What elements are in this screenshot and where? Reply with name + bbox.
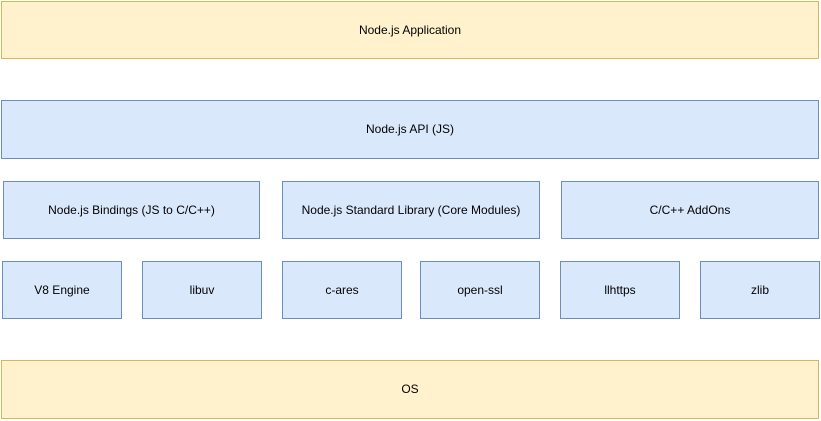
component-box-c-ares: c-ares (282, 261, 402, 319)
layer-box-cpp-addons: C/C++ AddOns (561, 181, 819, 239)
component-box-zlib: zlib (700, 261, 820, 319)
component-label-zlib: zlib (750, 282, 769, 297)
layer-box-nodejs-application: Node.js Application (1, 1, 819, 59)
component-label-llhttps: llhttps (604, 282, 636, 297)
layer-label-os: OS (401, 382, 419, 397)
component-box-libuv: libuv (142, 261, 262, 319)
component-label-v8-engine: V8 Engine (34, 282, 90, 297)
component-box-llhttps: llhttps (560, 261, 680, 319)
component-box-v8-engine: V8 Engine (2, 261, 122, 319)
layer-label-nodejs-standard-library: Node.js Standard Library (Core Modules) (301, 202, 521, 217)
layer-label-nodejs-api: Node.js API (JS) (365, 122, 455, 137)
layer-label-cpp-addons: C/C++ AddOns (649, 202, 731, 217)
layer-box-nodejs-bindings: Node.js Bindings (JS to C/C++) (3, 181, 260, 239)
layer-label-nodejs-bindings: Node.js Bindings (JS to C/C++) (48, 202, 215, 217)
layer-box-nodejs-standard-library: Node.js Standard Library (Core Modules) (282, 181, 540, 239)
component-label-open-ssl: open-ssl (457, 282, 503, 297)
layer-box-os: OS (1, 360, 819, 419)
component-box-open-ssl: open-ssl (420, 261, 540, 319)
layer-label-nodejs-application: Node.js Application (358, 22, 462, 37)
component-label-c-ares: c-ares (325, 282, 359, 297)
component-label-libuv: libuv (189, 282, 215, 297)
layer-box-nodejs-api: Node.js API (JS) (1, 100, 819, 159)
